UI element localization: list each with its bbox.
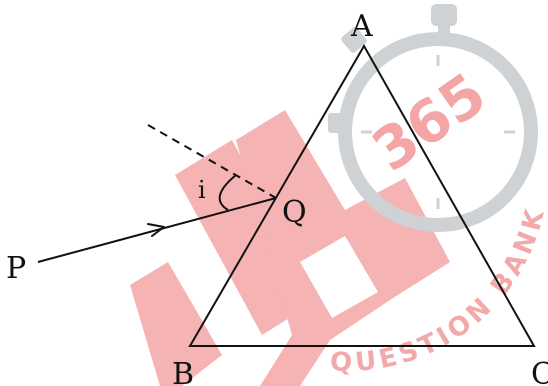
vertex-c-label: C <box>531 357 548 386</box>
vertex-b-label: B <box>172 357 194 386</box>
stopwatch-top-button <box>341 27 367 53</box>
watermark-365: 365 <box>360 60 498 185</box>
watermark-stopwatch <box>328 4 538 232</box>
angle-i-arc <box>218 174 237 211</box>
watermark-d-shape-inner <box>130 262 222 386</box>
point-q-label: Q <box>282 195 307 230</box>
watermark-db-logo <box>130 110 450 386</box>
angle-i-label: i <box>198 176 206 204</box>
ray-arrowhead <box>147 223 165 237</box>
prism-triangle <box>188 43 536 347</box>
stopwatch-stem <box>438 24 450 42</box>
incident-ray <box>37 197 277 263</box>
stopwatch-left-button <box>328 113 348 133</box>
normal-dashed-line <box>147 124 277 199</box>
stopwatch-crown <box>431 4 457 26</box>
vertex-a-label: A <box>350 9 373 44</box>
watermark-b-hole <box>300 236 378 318</box>
point-p-label: P <box>6 251 26 286</box>
stopwatch-ticks <box>361 55 515 209</box>
prism-diagram <box>37 43 536 347</box>
